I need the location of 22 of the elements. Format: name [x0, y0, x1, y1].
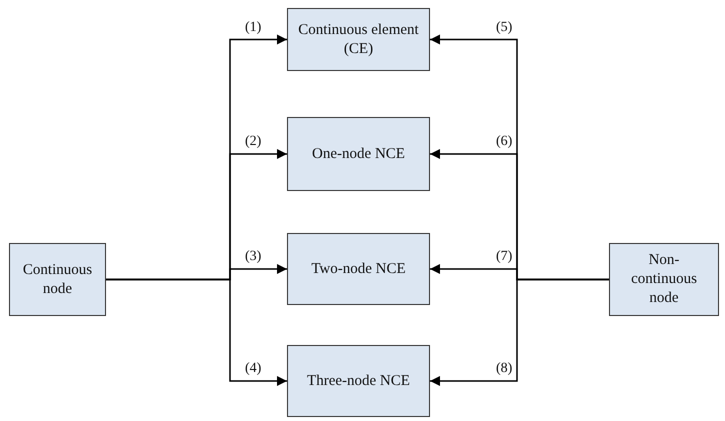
edge-label: (7) — [496, 249, 512, 265]
process-box — [609, 243, 719, 316]
process-box — [287, 8, 430, 71]
node-label: Non-continuous node — [630, 251, 698, 308]
edge-label: (4) — [245, 361, 262, 377]
node-label: Two-node NCE — [310, 260, 407, 278]
edge-label: (1) — [245, 20, 262, 36]
node-label: Continuous node — [22, 260, 94, 298]
edge-label: (3) — [245, 249, 262, 265]
edge-label: (2) — [245, 134, 262, 150]
node-label: One-node NCE — [311, 144, 406, 164]
edge-label: (5) — [496, 20, 512, 36]
process-box — [287, 233, 430, 305]
edge-label: (6) — [496, 134, 512, 150]
node-label: Continuous element (CE) — [297, 20, 420, 58]
arrow — [106, 278, 287, 386]
arrow — [430, 278, 609, 386]
process-box — [9, 243, 106, 316]
process-box — [287, 117, 430, 191]
edge-label: (8) — [496, 361, 512, 377]
node-label: Three-node NCE — [306, 372, 411, 390]
process-box — [287, 345, 430, 417]
